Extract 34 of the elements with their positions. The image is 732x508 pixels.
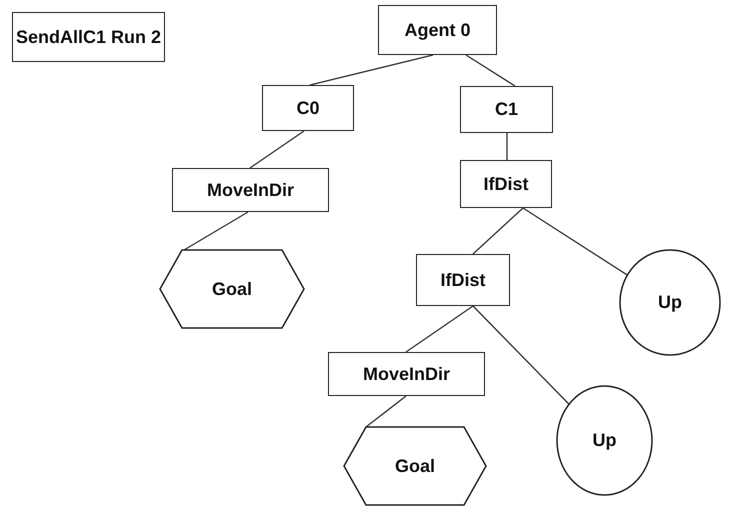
tree-node-box [460, 160, 552, 208]
connector-line [522, 207, 628, 276]
node-label: C0 [296, 98, 320, 118]
hexagon-node [344, 427, 486, 505]
node-label: IfDist [484, 174, 528, 194]
hexagon-node [160, 250, 304, 328]
node-label: Agent 0 [404, 20, 470, 40]
tree-node-box [172, 168, 329, 212]
node-label: Up [658, 292, 682, 313]
connector-line [250, 130, 304, 169]
connector-line [472, 306, 570, 405]
node-label: MoveInDir [362, 364, 450, 384]
node-label: Goal [394, 456, 435, 476]
connector-line [466, 54, 516, 87]
connector-line [506, 133, 508, 160]
circle-node [620, 250, 720, 355]
tree-node-box [378, 5, 497, 55]
tree-node-box [328, 352, 485, 396]
tree-node-box [460, 86, 553, 133]
tree-node-box [416, 254, 510, 306]
node-label: Up [592, 430, 616, 451]
connector-line [472, 208, 524, 254]
tree-node-box [12, 12, 165, 62]
connector-line [406, 305, 474, 353]
connector-line [310, 54, 434, 86]
node-label: Goal [212, 278, 252, 300]
connector-line [184, 211, 248, 251]
node-label: SendAllC1 Run 2 [16, 26, 162, 48]
connector-line [366, 395, 406, 428]
node-label: C1 [494, 99, 518, 120]
node-label: MoveInDir [206, 180, 294, 200]
node-label: IfDist [440, 270, 486, 290]
tree-node-box [262, 85, 354, 131]
circle-node [557, 386, 652, 495]
